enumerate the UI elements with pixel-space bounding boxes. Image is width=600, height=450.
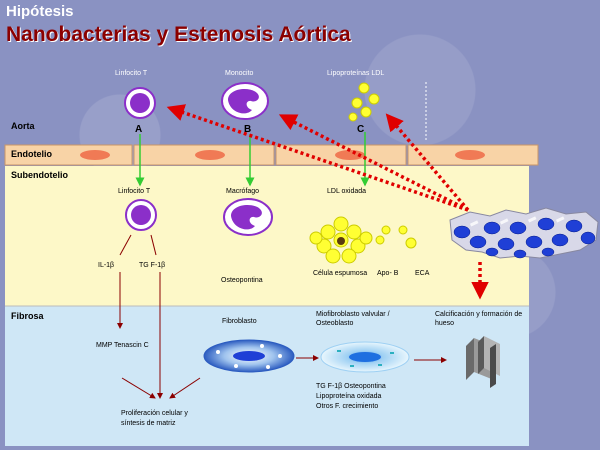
linfocito-t-aorta-cell bbox=[124, 87, 156, 119]
label-osteopontina: Osteopontina bbox=[221, 277, 263, 284]
ldl-particles bbox=[348, 82, 380, 122]
pathway-arrows bbox=[117, 234, 447, 399]
label-tgf1b: TG F-1β bbox=[139, 262, 166, 269]
label-apo-b: Apo- B bbox=[377, 270, 399, 277]
label-factores-3: Otros F. crecimiento bbox=[316, 403, 379, 410]
monocito-cell bbox=[221, 82, 269, 120]
zone-label-endotelio: Endotelio bbox=[11, 149, 52, 159]
label-miofibroblasto: Miofibroblasto valvular / Osteoblasto bbox=[316, 311, 390, 327]
label-monocito: Monocito bbox=[225, 70, 254, 77]
label-celula-espumosa: Célula espumosa bbox=[313, 270, 368, 277]
letter-a: A bbox=[135, 124, 143, 135]
letter-b: B bbox=[244, 124, 252, 135]
linfocito-t-subendotelio-cell bbox=[125, 199, 157, 231]
label-eca: ECA bbox=[415, 270, 430, 277]
page-title: Nanobacterias y Estenosis Aórtica bbox=[6, 23, 351, 46]
label-proliferacion-2: síntesis de matriz bbox=[121, 420, 176, 427]
label-mmp-tenascin: MMP Tenascin C bbox=[96, 342, 149, 349]
nanobacteria-cluster bbox=[449, 207, 599, 259]
label-ldl-oxidada: LDL oxidada bbox=[327, 188, 367, 195]
label-fibroblasto: Fibroblasto bbox=[222, 318, 257, 325]
celula-espumosa-cell bbox=[309, 216, 373, 264]
endothelium-band bbox=[4, 144, 539, 166]
label-macrofago: Macrófago bbox=[226, 188, 260, 195]
header-kicker: Hipótesis bbox=[6, 3, 74, 20]
eca-particles bbox=[398, 225, 417, 249]
label-linfocito-t-sub: Linfocito T bbox=[118, 188, 151, 195]
label-linfocito-t-aorta: Linfocito T bbox=[115, 70, 148, 77]
label-proliferacion-1: Proliferación celular y bbox=[121, 410, 188, 417]
label-il1b: IL-1β bbox=[98, 262, 115, 269]
zone-label-subendotelio: Subendotelio bbox=[11, 170, 68, 180]
fibroblasto-cell bbox=[203, 339, 295, 373]
apo-b-particles bbox=[375, 225, 391, 245]
label-calcificacion: Calcificación y formación de hueso bbox=[435, 311, 523, 327]
subendotelio-zone bbox=[5, 166, 529, 306]
zone-label-aorta: Aorta bbox=[11, 121, 35, 131]
fibrosa-zone bbox=[5, 306, 529, 446]
label-lipoproteinas-ldl: Lipoproteínas LDL bbox=[327, 70, 385, 77]
hueso-icon bbox=[466, 336, 500, 388]
zone-label-fibrosa: Fibrosa bbox=[11, 311, 44, 321]
label-factores-1: TG F-1β Osteopontina bbox=[316, 383, 386, 390]
macrofago-cell bbox=[223, 198, 273, 236]
label-factores-2: Lipoproteína oxidada bbox=[316, 393, 382, 400]
red-dotted-arrows bbox=[166, 104, 489, 300]
miofibroblasto-cell bbox=[320, 341, 410, 373]
letter-c: C bbox=[357, 124, 365, 135]
